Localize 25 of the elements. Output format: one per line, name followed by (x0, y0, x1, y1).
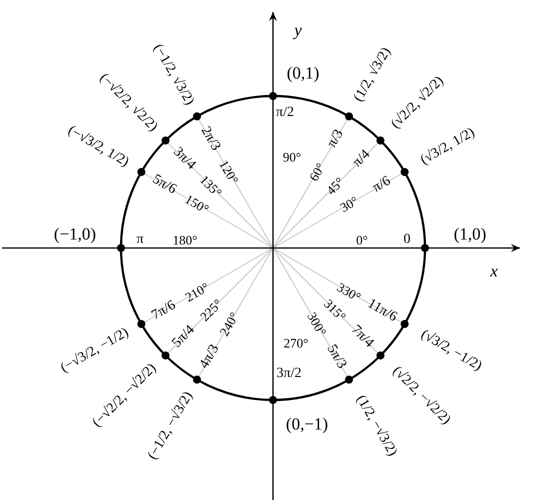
radian-label: 0 (404, 233, 410, 247)
radian-label: 7π/6 (150, 298, 178, 324)
radian-label: π/2 (276, 106, 294, 120)
radian-label: π/3 (325, 128, 347, 150)
radian-label: π (136, 233, 144, 247)
coordinate-label: (1,0) (454, 226, 486, 242)
radian-label: π/4 (350, 148, 374, 170)
degree-label: 90° (282, 150, 302, 164)
axis-label: x (490, 262, 498, 280)
radian-label: 7π/4 (348, 323, 376, 351)
coordinate-label: (0,1) (286, 64, 320, 82)
radian-label: 3π/2 (276, 367, 302, 381)
radian-label: 11π/6 (365, 297, 400, 325)
degree-label: 180° (172, 234, 198, 246)
radian-label: 4π/3 (198, 342, 222, 372)
radian-label: 5π/6 (150, 172, 178, 198)
degree-label: 270° (284, 336, 308, 350)
radian-label: π/6 (370, 174, 394, 196)
degree-label: 0° (356, 234, 368, 246)
radian-label: 5π/4 (170, 323, 198, 351)
coordinate-label: (−1,0) (54, 226, 96, 242)
axis-label: y (294, 22, 302, 38)
coordinate-label: (√3/2, 1/2) (418, 126, 478, 168)
coordinate-label: (0,−1) (286, 416, 328, 432)
radian-label: 3π/4 (170, 145, 198, 173)
